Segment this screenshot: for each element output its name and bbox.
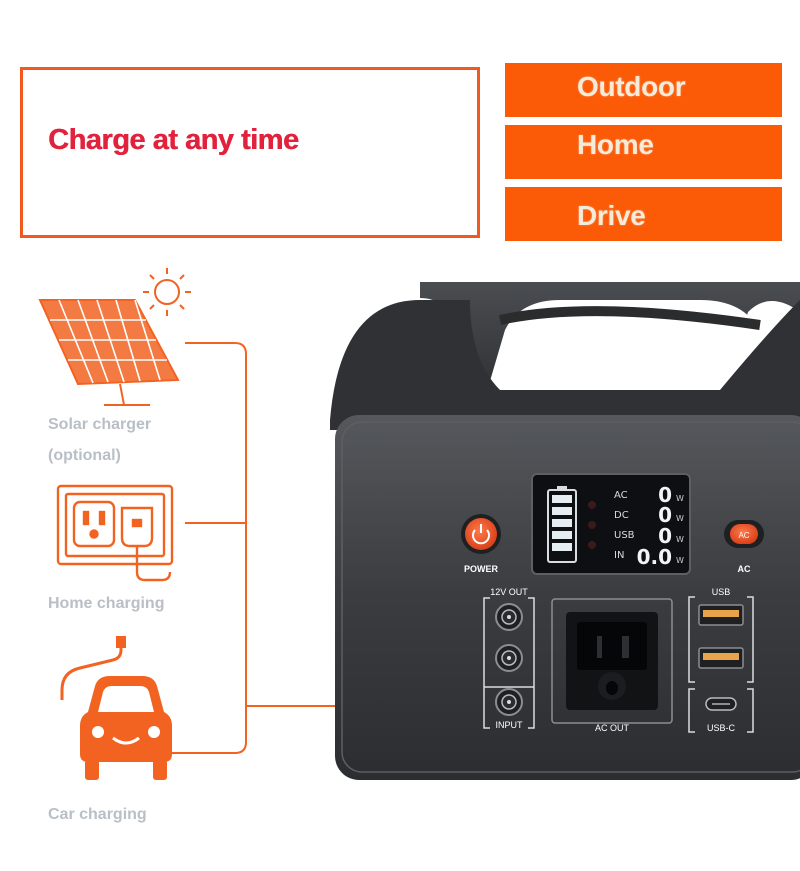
plug-icon <box>120 506 172 582</box>
lcd-label-usb: USB <box>614 530 635 541</box>
lcd-label-dc: DC <box>614 510 629 521</box>
lcd-value-dc: 0 <box>658 503 672 527</box>
lcd-unit-usb: W <box>676 535 684 544</box>
scenario-bar-drive: Drive <box>505 187 782 241</box>
power-button[interactable] <box>461 514 501 554</box>
wall-outlet-icon <box>56 484 174 566</box>
scenario-label-home: Home <box>577 129 654 160</box>
input-label: INPUT <box>496 720 524 730</box>
lcd-unit-ac: W <box>676 494 684 503</box>
usbc-label: USB-C <box>707 723 736 733</box>
solar-panel-icon <box>38 299 180 406</box>
usb-port-2[interactable] <box>698 647 744 669</box>
solar-charger-label: Solar charger <box>48 416 152 433</box>
usb-label: USB <box>712 587 731 597</box>
battery-gauge-icon <box>547 486 577 563</box>
power-label: POWER <box>464 564 499 574</box>
ac-out-label: AC OUT <box>595 723 630 733</box>
input-port[interactable] <box>495 688 523 716</box>
scenario-bar-home: Home <box>505 125 782 179</box>
scenario-bar-outdoor: Outdoor <box>505 63 782 117</box>
home-charging-label: Home charging <box>48 595 165 612</box>
lcd-label-ac: AC <box>614 490 628 501</box>
lcd-unit-dc: W <box>676 514 684 523</box>
hero-box <box>20 67 480 238</box>
sun-icon <box>143 268 191 316</box>
lcd-label-in: IN <box>614 550 624 561</box>
dc-out-label: 12V OUT <box>490 587 528 597</box>
power-icon <box>472 529 490 545</box>
hero-title: Charge at any time <box>48 124 299 156</box>
lcd-value-ac: 0 <box>658 483 672 507</box>
ac-button-text: AC <box>738 531 749 540</box>
ac-outlet[interactable] <box>566 612 658 710</box>
scenario-label-drive: Drive <box>577 200 646 231</box>
scenario-label-outdoor: Outdoor <box>577 71 686 102</box>
car-charging-label: Car charging <box>48 806 147 823</box>
dc-port-2[interactable] <box>495 644 523 672</box>
power-station: AC DC USB IN 0 0 0 0.0 W W W W POWER AC … <box>330 282 800 780</box>
solar-charger-note: (optional) <box>48 447 121 464</box>
dc-port-1[interactable] <box>495 603 523 631</box>
ac-button[interactable]: AC <box>724 520 764 548</box>
lcd-value-usb: 0 <box>658 524 672 548</box>
lcd-indicator-icons <box>588 501 596 549</box>
lcd-unit-in: W <box>676 556 684 565</box>
car-icon <box>60 636 172 780</box>
usb-port-1[interactable] <box>698 604 744 626</box>
usbc-port[interactable] <box>705 697 737 711</box>
lcd-value-in: 0.0 <box>637 545 672 569</box>
ac-label: AC <box>738 564 751 574</box>
